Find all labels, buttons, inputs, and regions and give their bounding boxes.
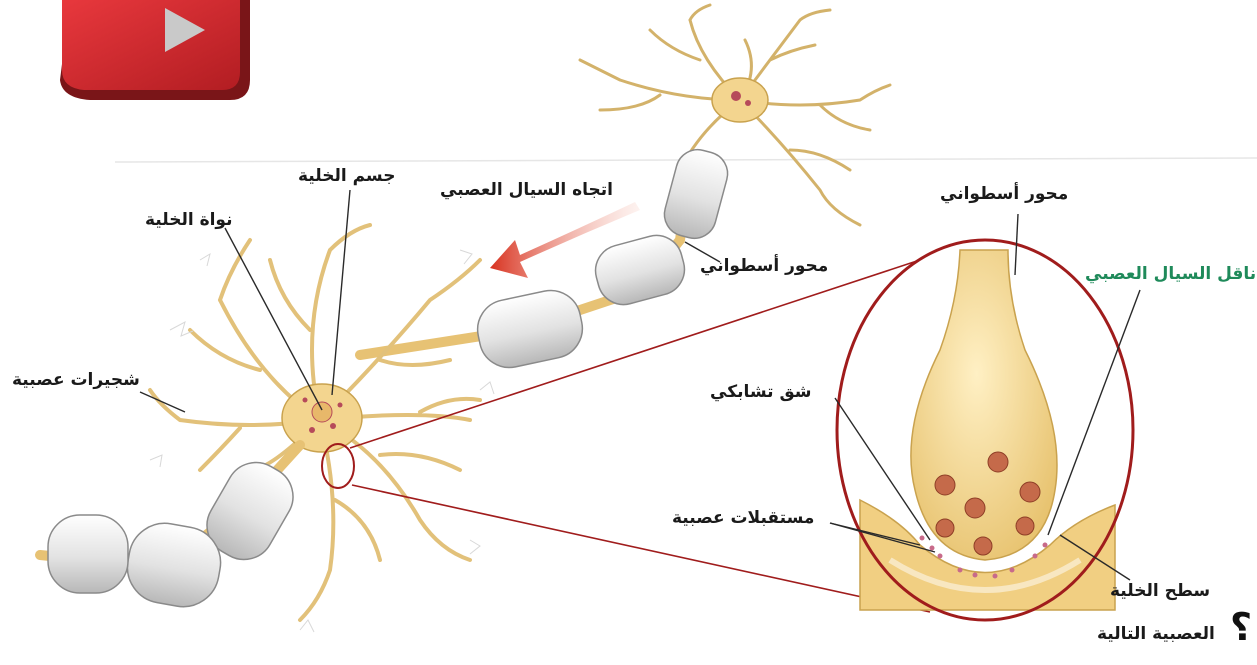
lower-axon: [40, 445, 304, 612]
pointer-dendrites: [140, 392, 185, 412]
label-dendrites: شجيرات عصبية: [12, 372, 140, 389]
upper-cell-body: [712, 78, 768, 122]
synapse-marker: [322, 444, 354, 488]
label-synaptic-cleft: شق تشابكي: [710, 384, 812, 401]
label-nucleus: نواة الخلية: [145, 212, 232, 229]
question-mark: ؟: [1230, 605, 1252, 649]
label-neurotransmitter: ناقل السيال العصبي: [1085, 266, 1256, 283]
nucleus: [312, 402, 332, 422]
label-signal-direction: اتجاه السيال العصبي: [440, 182, 613, 199]
label-cell-body: جسم الخلية: [298, 168, 395, 185]
label-axon-bottom: محور أسطواني: [700, 258, 828, 275]
upper-axon: [360, 145, 733, 373]
pointer-cell-body: [332, 190, 350, 395]
label-axon-top: محور أسطواني: [940, 186, 1068, 203]
label-next-cell-line2: العصبية التالية: [1097, 626, 1215, 643]
magnify-line-bottom: [352, 485, 930, 612]
synapse-closeup: [837, 240, 1133, 620]
label-next-cell-line1: سطح الخلية: [1110, 583, 1210, 600]
play-logo-icon: [60, 0, 250, 100]
label-receptors: مستقبلات عصبية: [672, 510, 814, 527]
